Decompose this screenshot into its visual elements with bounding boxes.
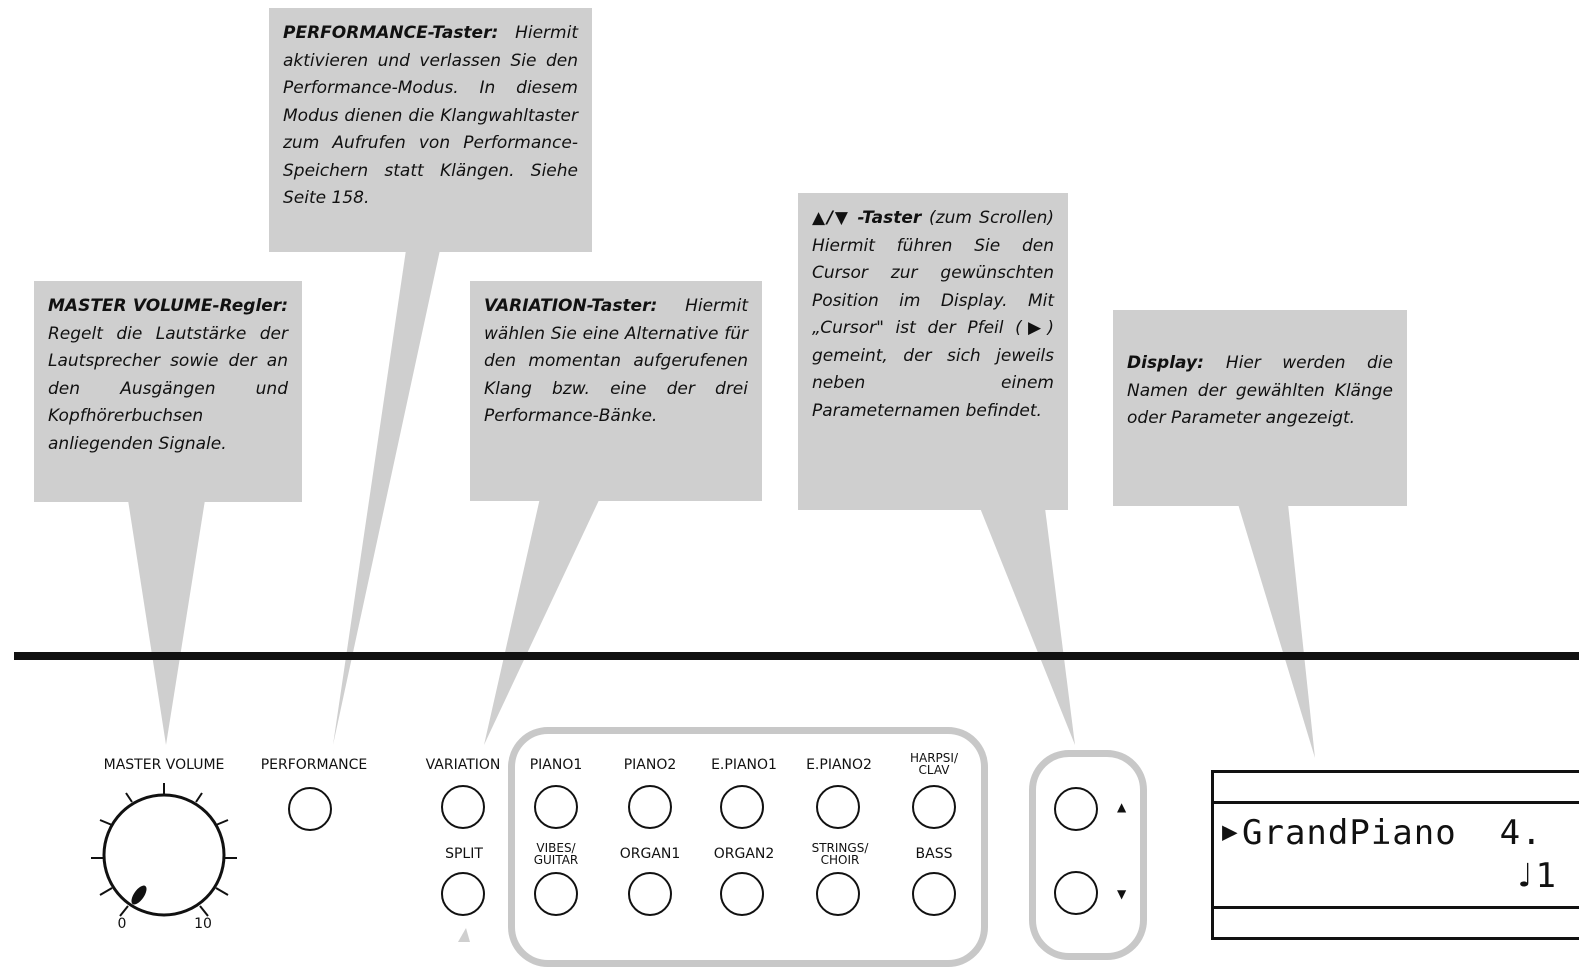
down-arrow-icon: ▼: [1117, 887, 1127, 901]
sound-label-epiano2: E.PIANO2: [806, 757, 872, 773]
sound-label-organ1: ORGAN1: [619, 846, 681, 862]
callout-master-volume-body: Regelt die Lautstärke der Lautsprecher s…: [48, 323, 288, 454]
sound-button-vibes-guitar[interactable]: [534, 872, 578, 916]
lcd-line-1: GrandPiano 4.: [1242, 813, 1543, 853]
callout-variation: VARIATION-Taster: Hiermit wählen Sie ein…: [470, 281, 762, 501]
sound-button-piano2[interactable]: [628, 785, 672, 829]
sound-button-harpsi-clav[interactable]: [912, 785, 956, 829]
callout-display: Display: Hier werden die Namen der gewäh…: [1113, 310, 1407, 506]
sound-button-piano1[interactable]: [534, 785, 578, 829]
sound-button-epiano1[interactable]: [720, 785, 764, 829]
knob-scale-min: 0: [117, 916, 127, 932]
sound-button-bass[interactable]: [912, 872, 956, 916]
sound-label-vibes-guitar: VIBES/ GUITAR: [533, 841, 579, 867]
sound-button-organ2[interactable]: [720, 872, 764, 916]
callout-display-body: Hier werden die Namen der gewählten Klän…: [1127, 353, 1393, 428]
variation-label: VARIATION: [425, 757, 501, 773]
sound-label-piano2: PIANO2: [623, 757, 677, 773]
callout-performance: PERFORMANCE-Taster: Hiermit aktivieren u…: [269, 8, 592, 252]
pointer-display: [1238, 504, 1315, 758]
up-arrow-icon: ▲: [1117, 800, 1127, 814]
pointer-performance: [333, 250, 440, 745]
callout-master-volume-head: MASTER VOLUME-Regler:: [48, 296, 288, 316]
sound-label-harpsi-clav: HARPSI/ CLAV: [909, 751, 958, 777]
lcd-screen-area: [1214, 801, 1579, 909]
callout-variation-body: Hiermit wählen Sie eine Alternative für …: [484, 296, 748, 426]
master-volume-label: MASTER VOLUME: [103, 757, 225, 773]
sound-button-epiano2[interactable]: [816, 785, 860, 829]
callout-scroll-head: ▲/▼ -Taster: [812, 208, 930, 228]
split-label: SPLIT: [445, 846, 483, 862]
callout-performance-body: Hiermit aktivieren und verlassen Sie den…: [283, 23, 578, 208]
callout-display-head: Display:: [1127, 353, 1226, 373]
split-button[interactable]: [441, 872, 485, 916]
lcd-display: ▶ GrandPiano 4. ♩1: [1211, 770, 1579, 940]
knob-scale-max: 10: [194, 916, 212, 932]
pointer-split: [458, 928, 470, 942]
callout-scroll: ▲/▼ -Taster (zum Scrollen) Hiermit führe…: [798, 193, 1068, 510]
sound-label-strings-choir: STRINGS/ CHOIR: [811, 841, 869, 867]
sound-label-epiano1: E.PIANO1: [711, 757, 777, 773]
scroll-up-button[interactable]: [1054, 787, 1098, 831]
sound-button-strings-choir[interactable]: [816, 872, 860, 916]
variation-button[interactable]: [441, 785, 485, 829]
sound-label-bass: BASS: [915, 846, 953, 862]
scroll-down-button[interactable]: [1054, 871, 1098, 915]
pointer-master-volume: [128, 500, 205, 745]
sound-label-organ2: ORGAN2: [713, 846, 775, 862]
callout-variation-head: VARIATION-Taster:: [484, 296, 686, 316]
callout-performance-head: PERFORMANCE-Taster:: [283, 23, 516, 43]
pointer-scroll: [980, 508, 1075, 745]
sound-button-organ1[interactable]: [628, 872, 672, 916]
sound-label-piano1: PIANO1: [529, 757, 583, 773]
callout-scroll-body: (zum Scrollen) Hiermit führen Sie den Cu…: [812, 208, 1054, 421]
callout-pointers: [128, 250, 1315, 942]
callout-master-volume: MASTER VOLUME-Regler: Regelt die Lautstä…: [34, 281, 302, 502]
scroll-button-group: [1029, 750, 1147, 960]
performance-button[interactable]: [288, 787, 332, 831]
knob-pointer-icon: [131, 885, 147, 905]
panel-top-edge: [14, 652, 1579, 660]
lcd-line-2: ♩1: [1514, 856, 1557, 896]
lcd-cursor-icon: ▶: [1222, 817, 1239, 847]
performance-label: PERFORMANCE: [260, 757, 368, 773]
master-volume-knob[interactable]: [80, 778, 250, 928]
pointer-variation: [484, 498, 600, 745]
